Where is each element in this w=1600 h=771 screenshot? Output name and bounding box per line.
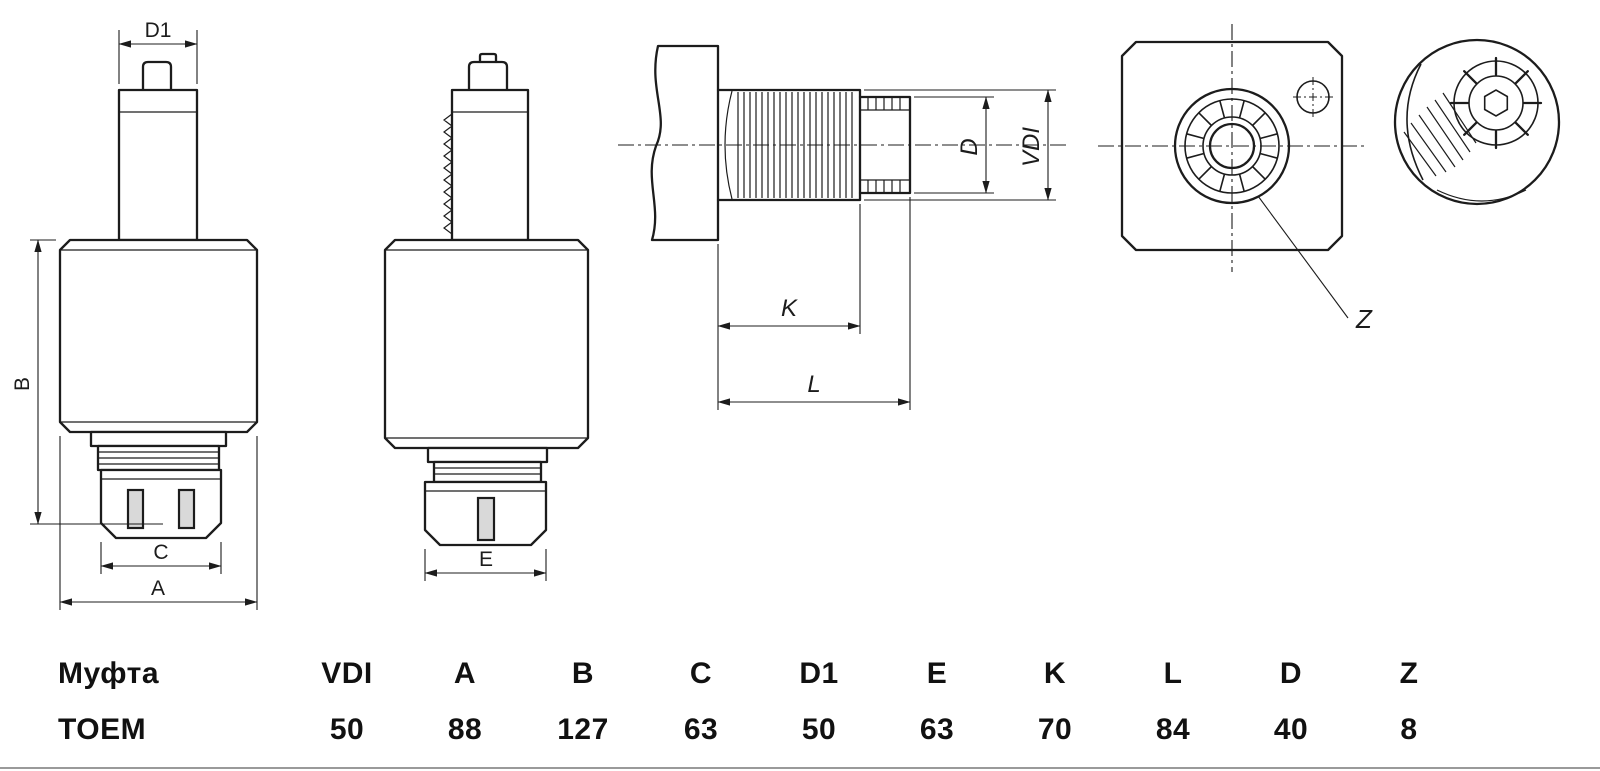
spline-outer-circle (1184, 98, 1280, 194)
dim-label-vdi: VDI (1018, 127, 1045, 167)
header-coupling: Муфта (58, 657, 160, 690)
nut-slot-right (177, 488, 196, 530)
dim-label-c: C (153, 541, 168, 564)
groove-ring-outline-side (432, 460, 543, 484)
groove-lines-side (434, 467, 541, 475)
gear-serration-edge (443, 113, 453, 240)
dim-label-e: E (479, 548, 493, 571)
bore-circle (1208, 122, 1256, 170)
value-a: 88 (447, 713, 483, 746)
dim-label-k: K (781, 295, 798, 322)
table-header-row: Муфта VDI A B C D1 E K L D Z (58, 646, 1600, 702)
spline-teeth-radials (1186, 100, 1278, 192)
value-l: 84 (1155, 713, 1191, 746)
value-b: 127 (557, 713, 609, 746)
header-a: A (453, 657, 477, 690)
nut-slot-left (126, 488, 145, 530)
header-b: B (571, 657, 595, 690)
table-row: TOEM 50 88 127 63 50 63 70 84 40 8 (58, 702, 1600, 758)
dim-label-l: L (807, 371, 820, 398)
dim-vdi-extensions (864, 89, 1056, 201)
dim-a-extensions (59, 436, 258, 610)
value-coupling-name: TOEM (58, 713, 147, 746)
value-z: 8 (1400, 713, 1418, 746)
value-e: 63 (919, 713, 955, 746)
tang-top-step (478, 52, 498, 64)
dim-d-extensions (914, 96, 994, 194)
iso-face-edge (1436, 189, 1527, 202)
shaft-section-view: D VDI K L (618, 44, 1068, 410)
header-d1: D1 (799, 657, 839, 690)
header-k: K (1043, 657, 1067, 690)
coupling-teeth (867, 97, 901, 193)
value-d1: 50 (801, 713, 837, 746)
collet-nut-outline (99, 468, 223, 540)
dim-label-b: B (11, 377, 34, 391)
dimension-table: Муфта VDI A B C D1 E K L D Z TOEM 50 88 … (0, 640, 1600, 769)
neck-outline (89, 430, 228, 448)
thread-runout-arc (724, 90, 733, 200)
dim-d1-extensions (118, 30, 198, 84)
upper-shaft-outline-side (450, 88, 530, 242)
spline-inner-circle (1202, 116, 1262, 176)
z-leader-line (1257, 195, 1349, 319)
header-c: C (689, 657, 713, 690)
groove-lines (98, 451, 219, 465)
drive-tang-outline (141, 60, 173, 92)
header-d: D (1279, 657, 1303, 690)
thread-crest-lines (716, 88, 862, 202)
dim-label-d1: D1 (145, 19, 172, 42)
iso-gear-teeth (1449, 56, 1543, 150)
header-vdi: VDI (321, 657, 373, 690)
neck-outline-side (426, 446, 549, 464)
iso-thread-hatching (1403, 92, 1477, 177)
header-e: E (926, 657, 948, 690)
nut-slot-center (476, 496, 496, 542)
dim-label-a: A (151, 577, 165, 600)
iso-hex-socket (1483, 89, 1509, 117)
upper-shaft-outline (117, 88, 199, 242)
bolt-hole-centerlines (1293, 77, 1333, 117)
dim-label-z: Z (1355, 304, 1373, 334)
value-c: 63 (683, 713, 719, 746)
isometric-view (1393, 38, 1561, 206)
iso-hub-circle (1468, 75, 1524, 131)
main-body-outline-side (383, 238, 590, 450)
main-body-outline (58, 238, 259, 434)
iso-cylinder-edge (1406, 63, 1424, 181)
value-vdi: 50 (329, 713, 365, 746)
dim-label-d: D (956, 138, 983, 155)
value-d: 40 (1273, 713, 1309, 746)
value-k: 70 (1037, 713, 1073, 746)
flange-outline (650, 44, 720, 242)
header-l: L (1163, 657, 1183, 690)
front-view-drawing: D1 B C A (11, 19, 259, 610)
technical-drawing-canvas: D1 B C A E (11, 19, 1561, 610)
flange-face-view: Z (1098, 24, 1373, 334)
side-view-drawing: E (383, 52, 590, 581)
header-z: Z (1399, 657, 1419, 690)
boss-outer-circle (1173, 87, 1291, 205)
drive-tang-outline-side (467, 60, 509, 92)
